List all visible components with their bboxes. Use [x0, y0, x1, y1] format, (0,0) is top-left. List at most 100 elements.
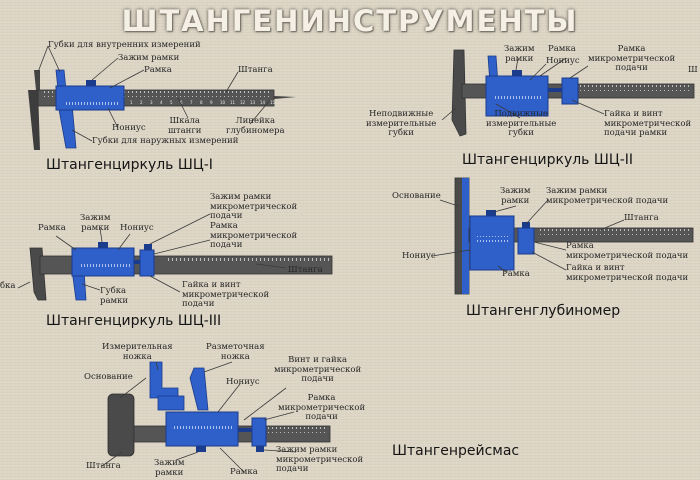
shc1-scale-number: 2 [140, 100, 143, 105]
label-depth-nut-screw: Гайка и винт микрометрической подачи [566, 263, 689, 283]
label-height-base: Основание [84, 372, 133, 382]
caption-shc1: Штангенциркуль ШЦ-I [46, 157, 213, 173]
label-shc1-depth-rule: Линейка глубиномера [226, 116, 285, 136]
label-depth-micro-clamp: Зажим рамки микрометрической подачи [546, 186, 669, 206]
depth-gauge [431, 177, 694, 295]
shc3-leaders [17, 213, 287, 293]
label-depth-bar: Штанга [624, 213, 659, 223]
height-micro-screw [238, 428, 252, 432]
shc1-scale-number: 5 [170, 100, 173, 105]
shc2-fixed-jaw [451, 49, 467, 137]
shc1-scale-number: 15 [270, 100, 276, 105]
depth-micro-frame [517, 227, 535, 255]
shc1-inner-fixed-jaw [34, 70, 40, 90]
shc3-bar-scale [168, 257, 330, 263]
shc1-clamp [86, 80, 96, 86]
label-depth-base: Основание [392, 191, 441, 201]
height-micro-clamp [256, 446, 264, 452]
label-height-meas-leg: Измерительная ножка [102, 342, 173, 362]
shc1-scale-number: 3 [150, 100, 153, 105]
shc1-scale-number: 14 [260, 100, 266, 105]
shc2-micro-screw [548, 88, 562, 92]
shc1-scale-numbers: 0123456789101112131415 [120, 100, 276, 105]
label-shc1-frame: Рамка [144, 65, 172, 75]
shc1-vernier [66, 100, 118, 106]
label-shc3-vernier: Нониус [120, 223, 154, 233]
shc1-bar-scale [44, 91, 272, 97]
height-leaders [101, 361, 297, 473]
label-shc3-bar: Штанга [288, 265, 323, 275]
caliper-shc3 [17, 213, 333, 301]
label-shc3-frame: Рамка [38, 223, 66, 233]
caption-depth: Штангенглубиномер [466, 303, 621, 319]
page-title: ШТАНГЕНИНСТРУМЕНТЫ [121, 4, 579, 38]
depth-micro-clamp [522, 222, 530, 228]
depth-clamp [486, 210, 496, 216]
shc2-clamp [512, 70, 522, 76]
label-shc1-outer-jaws: Губки для наружных измерений [92, 136, 239, 146]
label-shc2-clamp: Зажим рамки [504, 44, 535, 64]
label-shc3-micro-clamp: Зажим рамки микрометрической подачи [210, 192, 298, 221]
shc1-scale-number: 12 [240, 100, 246, 105]
shc2-micro-frame [561, 77, 579, 105]
label-depth-frame: Рамка [502, 269, 530, 279]
shc1-scale-number: 8 [200, 100, 203, 105]
label-shc1-vernier: Нониус [112, 123, 146, 133]
height-measuring-leg [149, 361, 179, 399]
label-shc3-jaw-cut: бка [0, 281, 16, 291]
label-shc1-clamp: Зажим рамки [118, 53, 180, 63]
label-height-micro-frame: Рамка микрометрической подачи [278, 393, 366, 422]
shc1-scale-number: 11 [230, 100, 236, 105]
shc3-micro-clamp [144, 244, 152, 250]
caption-height: Штангенрейсмас [392, 443, 520, 459]
label-shc2-micro-frame: Рамка микрометрической подачи [588, 44, 676, 73]
label-depth-micro-frame: Рамка микрометрической подачи [566, 241, 689, 261]
shc1-leaders [37, 45, 271, 142]
caption-shc2: Штангенциркуль ШЦ-II [462, 152, 634, 168]
label-shc2-moving-jaws: Подвижные измерительные губки [486, 109, 557, 138]
label-shc1-inner-jaws: Губки для внутренних измерений [48, 40, 201, 50]
shc1-scale-number: 10 [220, 100, 226, 105]
shc1-fixed-jaw [28, 90, 40, 150]
label-height-vernier: Нониус [226, 377, 260, 387]
shc1-scale-number: 4 [160, 100, 163, 105]
label-height-clamp: Зажим рамки [154, 458, 185, 478]
depth-leaders [431, 199, 625, 273]
shc1-scale-number: 13 [250, 100, 256, 105]
label-shc2-frame: Рамка [548, 44, 576, 54]
caliper-shc2 [441, 49, 695, 137]
shc1-scale-number: 9 [210, 100, 213, 105]
shc3-vernier [80, 264, 130, 270]
label-shc3-clamp: Зажим рамки [80, 213, 111, 233]
label-height-micro-clamp: Зажим рамки микрометрической подачи [276, 445, 364, 474]
caption-shc3: Штангенциркуль ШЦ-III [46, 313, 222, 329]
label-depth-vernier: Нониус [402, 251, 436, 261]
shc1-moving-jaw-lower [57, 103, 77, 149]
depth-bar-scale [540, 229, 690, 235]
height-clamp [196, 446, 206, 452]
depth-base-face [462, 178, 469, 294]
label-shc1-scale: Шкала штанги [168, 116, 202, 136]
shc3-micro-frame [139, 249, 155, 277]
label-shc2-vernier: Нониус [546, 56, 580, 66]
label-shc3-micro-frame: Рамка микрометрической подачи [210, 221, 298, 250]
shc1-frame [55, 85, 125, 111]
label-shc2-nut-screw: Гайка и винт микрометрической подачи рам… [604, 109, 692, 138]
shc3-clamp [98, 242, 108, 248]
label-shc3-nut-screw: Гайка и винт микрометрической подачи [182, 280, 270, 309]
shc2-leaders [441, 57, 605, 121]
height-micro-frame [251, 417, 267, 447]
height-bar-scale [260, 427, 328, 433]
label-shc2-bar: Ш [688, 65, 698, 75]
label-shc2-fixed-jaws: Неподвижные измерительные губки [366, 109, 437, 138]
label-height-screw-nut: Винт и гайка микрометрической подачи [274, 355, 362, 384]
shc3-micro-screw [134, 260, 140, 264]
label-shc3-jaw-frame: Губка рамки [100, 286, 129, 306]
depth-vernier [476, 236, 510, 242]
shc2-bar-scale [580, 85, 692, 91]
depth-frame [469, 215, 515, 271]
shc2-vernier [494, 96, 542, 102]
label-shc1-bar: Штанга [238, 65, 273, 75]
height-vernier [174, 426, 232, 432]
